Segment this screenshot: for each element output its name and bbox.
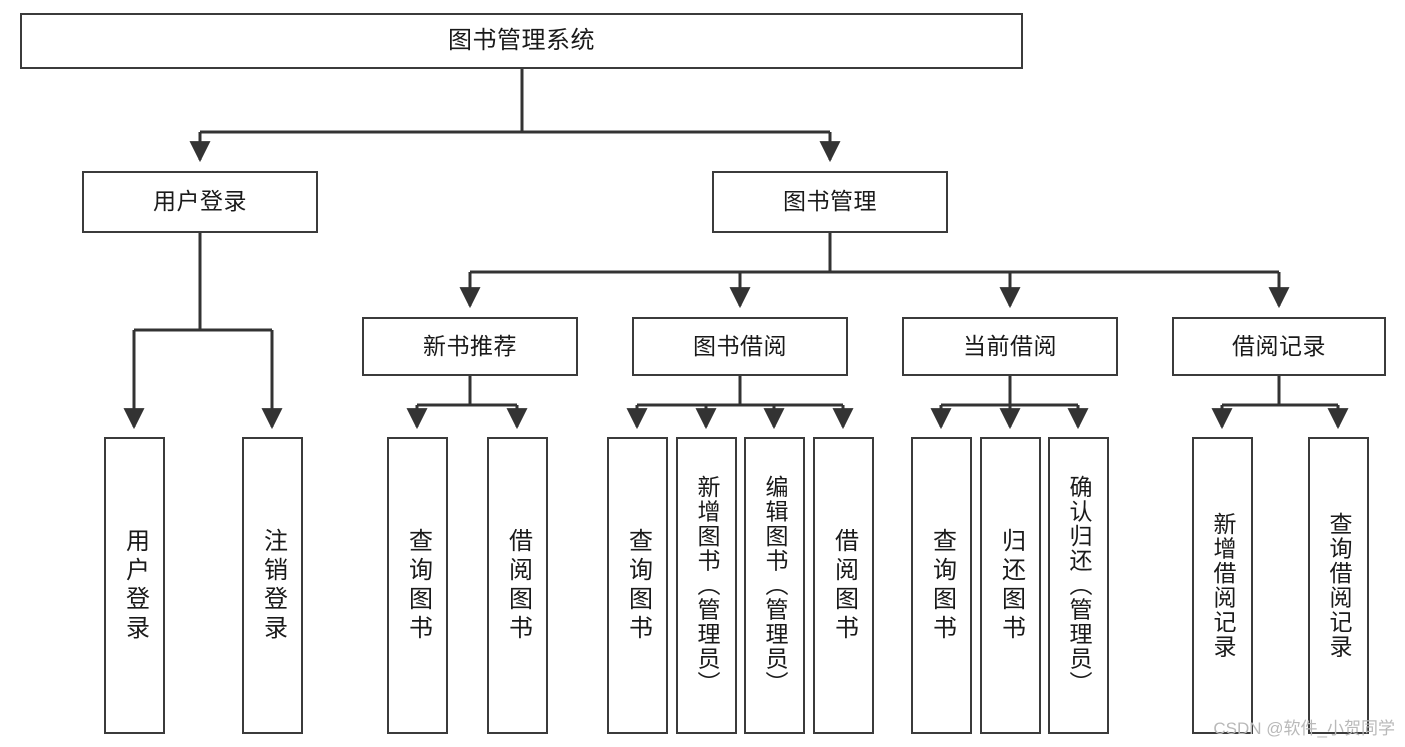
node-new-book-recommendation[interactable]: 新书推荐 (362, 317, 578, 376)
node-label: 新增借阅记录 (1210, 512, 1236, 659)
node-label: 图书管理系统 (448, 26, 595, 54)
node-label: 归还图书 (997, 527, 1025, 644)
node-book-borrow[interactable]: 图书借阅 (632, 317, 848, 376)
leaf-book-borrow-edit-book-admin[interactable]: 编辑图书（管理员） (744, 437, 805, 734)
leaf-current-borrow-return-books[interactable]: 归还图书 (980, 437, 1041, 734)
leaf-book-borrow-borrow-books[interactable]: 借阅图书 (813, 437, 874, 734)
node-label: 新书推荐 (423, 332, 517, 359)
node-book-management[interactable]: 图书管理 (712, 171, 948, 233)
node-label: 新增图书（管理员） (694, 475, 720, 696)
node-current-borrow[interactable]: 当前借阅 (902, 317, 1118, 376)
node-label: 图书借阅 (693, 332, 787, 359)
node-label: 查询借阅记录 (1326, 512, 1352, 659)
node-label: 查询图书 (624, 527, 652, 644)
leaf-current-borrow-query-books[interactable]: 查询图书 (911, 437, 972, 734)
node-label: 当前借阅 (963, 332, 1057, 359)
node-label: 借阅图书 (504, 527, 532, 644)
node-user-login[interactable]: 用户登录 (82, 171, 318, 233)
node-label: 注销登录 (259, 527, 287, 644)
leaf-new-book-query-books[interactable]: 查询图书 (387, 437, 448, 734)
leaf-user-login-logout[interactable]: 注销登录 (242, 437, 303, 734)
leaf-user-login-login[interactable]: 用户登录 (104, 437, 165, 734)
node-label: 查询图书 (928, 527, 956, 644)
leaf-book-borrow-add-book-admin[interactable]: 新增图书（管理员） (676, 437, 737, 734)
node-borrow-record[interactable]: 借阅记录 (1172, 317, 1386, 376)
node-label: 借阅图书 (830, 527, 858, 644)
leaf-new-book-borrow-books[interactable]: 借阅图书 (487, 437, 548, 734)
node-label: 用户登录 (153, 188, 247, 215)
leaf-borrow-record-add-record[interactable]: 新增借阅记录 (1192, 437, 1253, 734)
node-label: 编辑图书（管理员） (762, 475, 788, 696)
node-book-management-system[interactable]: 图书管理系统 (20, 13, 1023, 69)
leaf-book-borrow-query-books[interactable]: 查询图书 (607, 437, 668, 734)
node-label: 用户登录 (121, 527, 149, 644)
node-label: 查询图书 (404, 527, 432, 644)
leaf-borrow-record-query-record[interactable]: 查询借阅记录 (1308, 437, 1369, 734)
node-label: 图书管理 (783, 188, 877, 215)
node-label: 借阅记录 (1232, 332, 1326, 359)
node-label: 确认归还（管理员） (1066, 475, 1092, 696)
leaf-current-borrow-confirm-return-admin[interactable]: 确认归还（管理员） (1048, 437, 1109, 734)
